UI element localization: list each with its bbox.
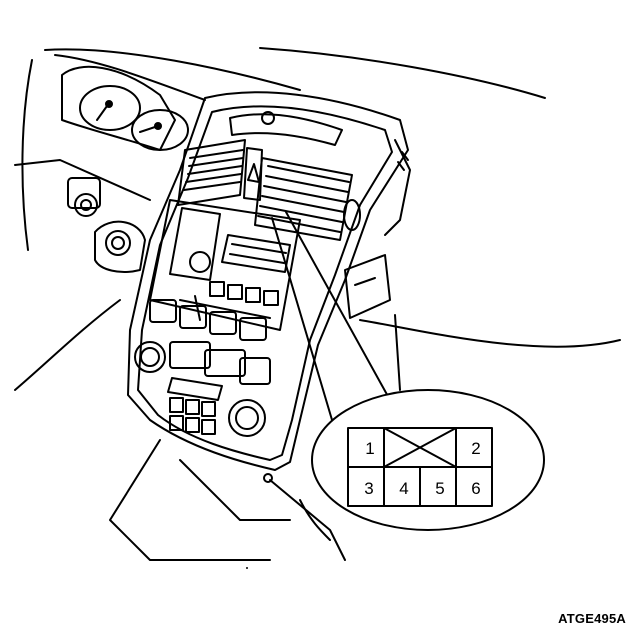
instrument-cluster [61, 65, 189, 151]
audio-unit [149, 199, 301, 331]
figure-code: ATGE495A [558, 611, 626, 626]
preset-button-row [149, 299, 267, 341]
hazard-switch [243, 147, 263, 201]
connector-pin-5: 5 [435, 479, 444, 498]
connector-pin-2: 2 [471, 439, 480, 458]
connector-callout [311, 389, 545, 531]
climate-control-panel [134, 341, 273, 483]
left-air-vent [177, 139, 246, 206]
left-switch-panel [67, 177, 146, 273]
callout-leader-lines [271, 211, 391, 431]
dashboard-outline [14, 47, 621, 561]
connector-pin-4: 4 [399, 479, 408, 498]
connector-pin-1: 1 [365, 439, 374, 458]
connector-pin-6: 6 [471, 479, 480, 498]
center-fascia [127, 91, 411, 471]
right-air-vent [254, 157, 361, 241]
connector-pin-3: 3 [364, 479, 373, 498]
